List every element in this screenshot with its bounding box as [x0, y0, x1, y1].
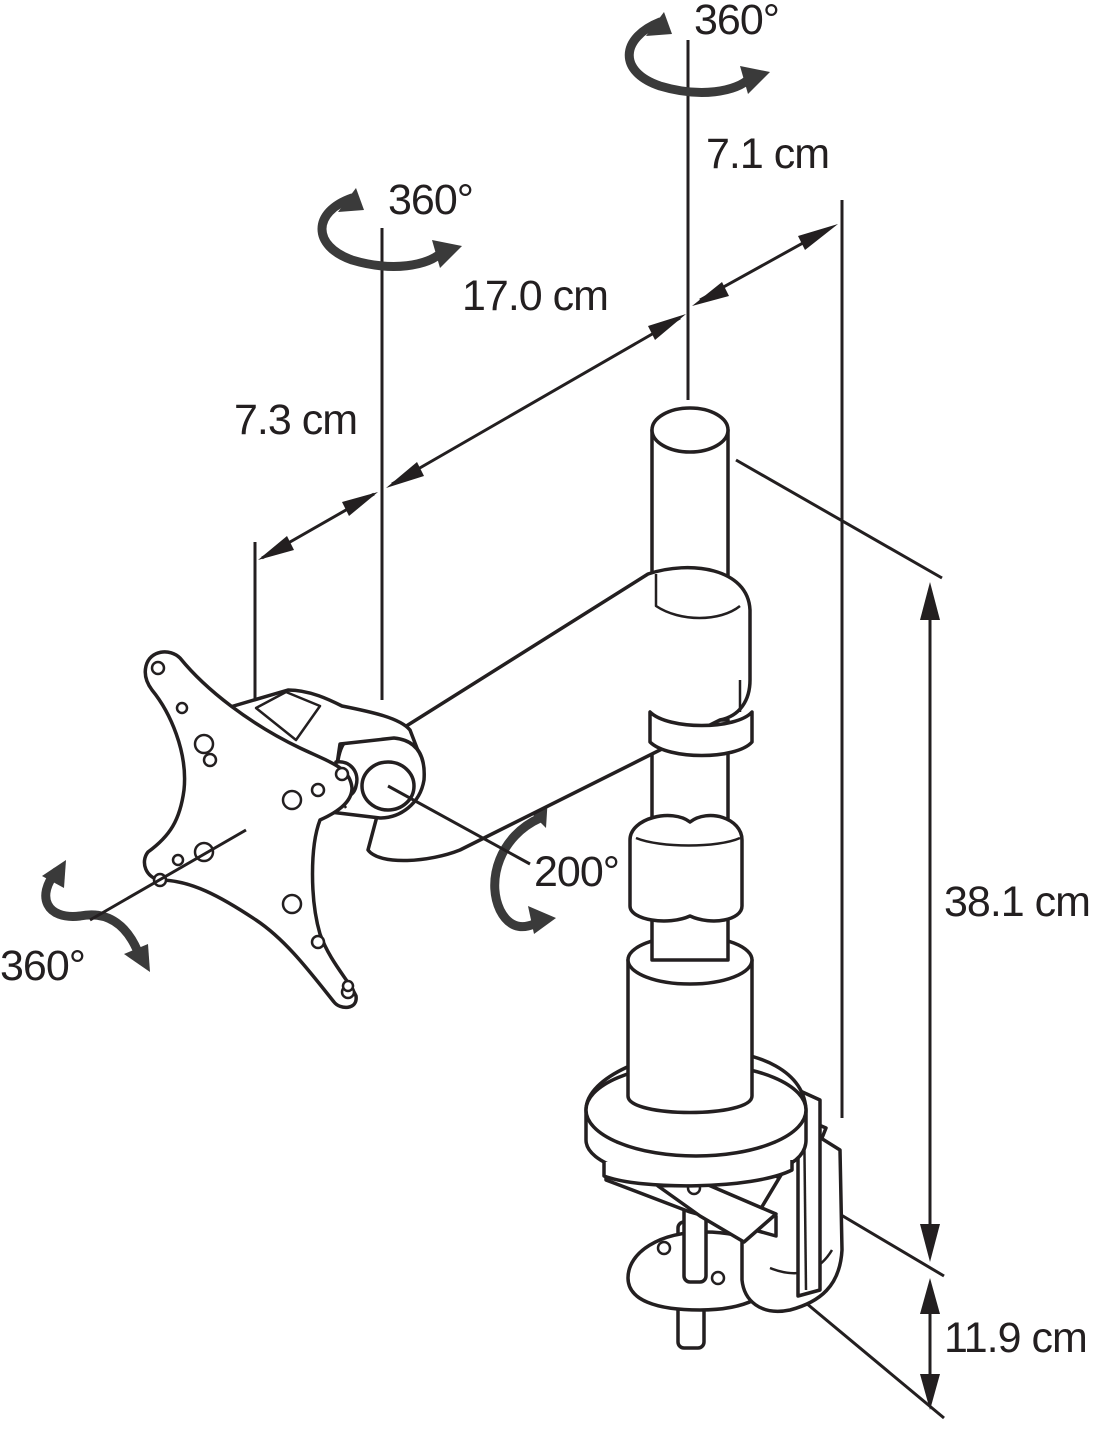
- arrowhead: [920, 1278, 940, 1314]
- tilt-axis-line: [387, 784, 531, 866]
- rotation-arrow-vesa-plate: [41, 860, 150, 972]
- pole-lower-sleeve: [626, 934, 754, 1115]
- main-arm: [366, 565, 754, 863]
- vesa-plate: [142, 650, 358, 1010]
- arrowhead: [648, 314, 686, 340]
- label-rotation-vesa-plate: 360°: [0, 942, 85, 990]
- label-rotation-pole-top: 360°: [694, 0, 779, 44]
- arrowhead: [798, 224, 838, 250]
- arrowhead: [920, 582, 940, 620]
- arrowhead: [258, 536, 294, 560]
- label-dim-height: 38.1 cm: [944, 878, 1090, 926]
- rotation-arrow-arm-joint: [317, 188, 462, 271]
- labels: 360° 360° 360° 200° 7.1 cm 17.0 cm 7.3 c…: [0, 0, 1091, 1362]
- label-dim-pole-offset: 7.1 cm: [706, 130, 829, 178]
- label-dim-clamp-range: 11.9 cm: [944, 1314, 1087, 1362]
- label-dim-arm-length: 17.0 cm: [462, 272, 608, 320]
- arrowhead: [920, 1224, 940, 1262]
- arrowhead: [342, 492, 378, 516]
- head-joint: [218, 688, 426, 820]
- label-rotation-tilt: 200°: [534, 848, 619, 896]
- label-dim-head-offset: 7.3 cm: [234, 396, 357, 444]
- monitor-arm: [89, 406, 844, 1350]
- arrowhead: [692, 282, 729, 306]
- dim-arm-length: [391, 316, 681, 486]
- cable-clip: [628, 813, 744, 923]
- height-top-extension: [735, 458, 943, 580]
- plate-axis-line: [89, 828, 247, 922]
- rotation-arrow-pole-top: [624, 12, 770, 97]
- dimension-lines: [253, 40, 945, 1420]
- label-rotation-arm-joint: 360°: [388, 176, 473, 224]
- arrowhead: [920, 1374, 940, 1410]
- arrowhead: [386, 462, 424, 488]
